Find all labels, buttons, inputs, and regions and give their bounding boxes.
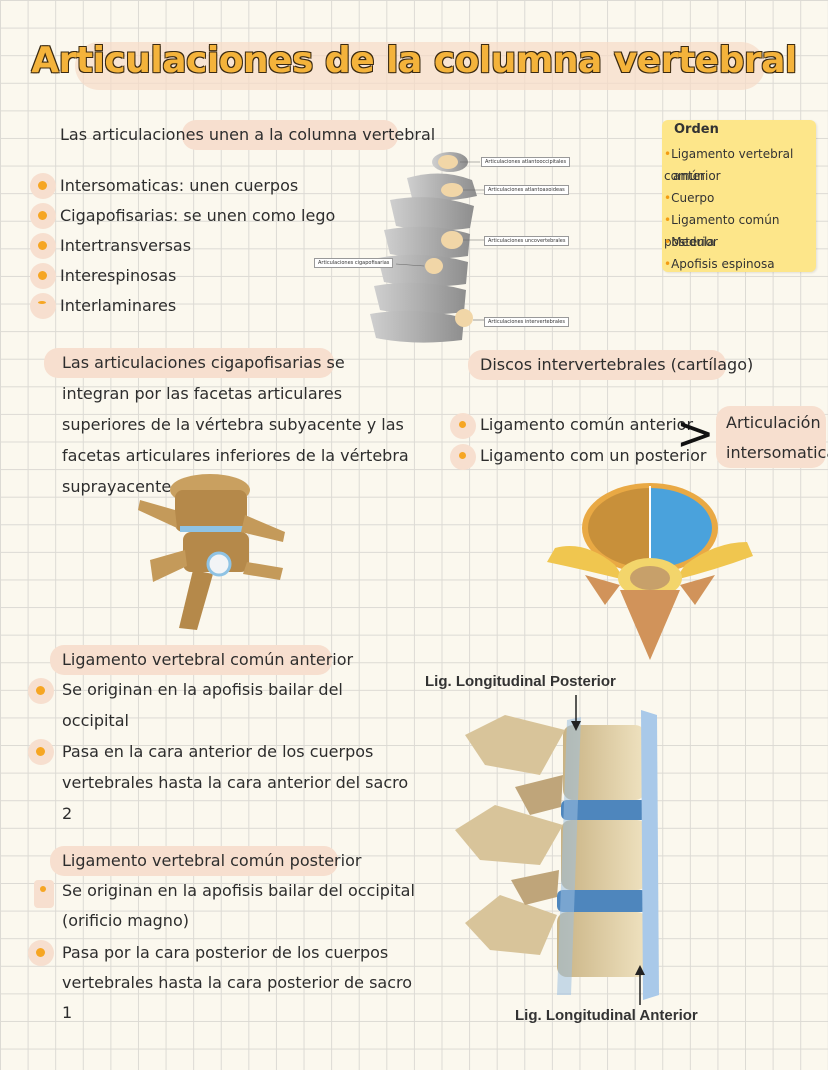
bullet-icon: •	[664, 213, 672, 227]
bullet-icon	[459, 452, 466, 459]
cigapo-line: Las articulaciones cigapofisarias se	[62, 353, 345, 372]
orden-item: •Medula	[664, 235, 715, 249]
spine-lateral-svg	[455, 695, 659, 1005]
anterior-title-highlight	[50, 645, 332, 675]
discos-title: Discos intervertebrales (cartílago)	[480, 355, 754, 374]
cervical-spine-illustration	[312, 148, 574, 348]
discos-item: Ligamento com un posterior	[480, 446, 707, 465]
orden-note	[662, 120, 816, 272]
anterior-line: vertebrales hasta la cara anterior del s…	[62, 773, 409, 792]
anterior-line: Se originan en la apofisis bailar del	[62, 680, 343, 699]
type-item: Cigapofisarias: se unen como lego	[60, 206, 336, 225]
bullet-icon	[38, 181, 47, 190]
lig-anterior-label: Lig. Longitudinal Anterior	[515, 1007, 698, 1024]
lig-posterior-label: Lig. Longitudinal Posterior	[425, 673, 616, 690]
result-highlight	[716, 406, 826, 468]
discos-highlight	[468, 350, 726, 380]
bullet-icon: •	[664, 235, 672, 249]
type-item: Interlaminares	[60, 296, 177, 315]
intro-highlight	[182, 120, 398, 150]
cervical-spine-svg	[370, 152, 484, 343]
spine-label: Articulaciones intervertebrales	[484, 317, 569, 327]
posterior-line: (orificio magno)	[62, 911, 189, 930]
bullet-icon	[38, 301, 46, 304]
cigapo-line: facetas articulares inferiores de la vér…	[62, 446, 409, 465]
orden-item: •Cuerpo	[664, 191, 715, 205]
vertebra-top-view-illustration	[525, 480, 755, 660]
posterior-line: Pasa por la cara posterior de los cuerpo…	[62, 943, 389, 962]
posterior-line: 1	[62, 1003, 73, 1022]
title-highlight	[75, 42, 765, 90]
bullet-icon	[38, 241, 47, 250]
orden-item: anterior	[673, 169, 721, 183]
bullet-icon	[38, 271, 47, 280]
orden-item: •Apofisis espinosa	[664, 257, 775, 271]
bullet-icon: •	[664, 147, 672, 161]
orden-title: Orden	[674, 122, 719, 137]
vertebra-svg	[138, 474, 285, 630]
anterior-line: 2	[62, 804, 73, 823]
anterior-line: Pasa en la cara anterior de los cuerpos	[62, 742, 374, 761]
orden-item: •Ligamento común posterior	[664, 213, 780, 249]
page-title: Articulaciones de la columna vertebral	[31, 40, 797, 81]
posterior-title-highlight	[50, 846, 338, 876]
type-item: Interespinosas	[60, 266, 177, 285]
cigapo-highlight	[44, 348, 334, 378]
type-item: Intersomaticas: unen cuerpos	[60, 176, 299, 195]
bullet-bg	[34, 880, 54, 908]
longitudinal-ligaments-illustration	[445, 695, 670, 1005]
bullet-icon	[38, 211, 47, 220]
orden-item: •Ligamento vertebral común	[664, 147, 794, 183]
anterior-line: occipital	[62, 711, 129, 730]
spine-label: Articulaciones atlantooccipitales	[481, 157, 571, 167]
type-item: Intertransversas	[60, 236, 192, 255]
discos-result: Articulación	[726, 413, 821, 432]
posterior-title: Ligamento vertebral común posterior	[62, 851, 362, 870]
posterior-line: Se originan en la apofisis bailar del oc…	[62, 881, 415, 900]
cigapo-line: superiores de la vértebra subyacente y l…	[62, 415, 404, 434]
bullet-icon: •	[664, 191, 672, 205]
intro-text: Las articulaciones unen a la columna ver…	[60, 125, 436, 144]
bullet-icon	[36, 948, 45, 957]
cigapo-line: suprayacente	[62, 477, 172, 496]
bullet-icon	[459, 421, 466, 428]
bullet-icon	[36, 686, 45, 695]
bullet-bg	[30, 293, 56, 319]
bracket-symbol: >	[676, 406, 715, 460]
cigapo-line: integran por las facetas articulares	[62, 384, 343, 403]
spine-label: Articulaciones uncovertebrales	[484, 236, 570, 246]
zygapophyseal-illustration	[135, 470, 295, 635]
bullet-icon	[40, 886, 46, 892]
posterior-line: vertebrales hasta la cara posterior de s…	[62, 973, 413, 992]
bullet-icon: •	[664, 257, 672, 271]
discos-result: intersomatica	[726, 443, 828, 462]
bullet-icon	[36, 747, 45, 756]
discos-item: Ligamento común anterior	[480, 415, 694, 434]
spine-label: Articulaciones cigapofisarias	[314, 258, 394, 268]
anterior-title: Ligamento vertebral común anterior	[62, 650, 354, 669]
spine-label: Articulaciones atlantoaxoideas	[484, 185, 569, 195]
vertebra-top-svg	[547, 483, 753, 660]
